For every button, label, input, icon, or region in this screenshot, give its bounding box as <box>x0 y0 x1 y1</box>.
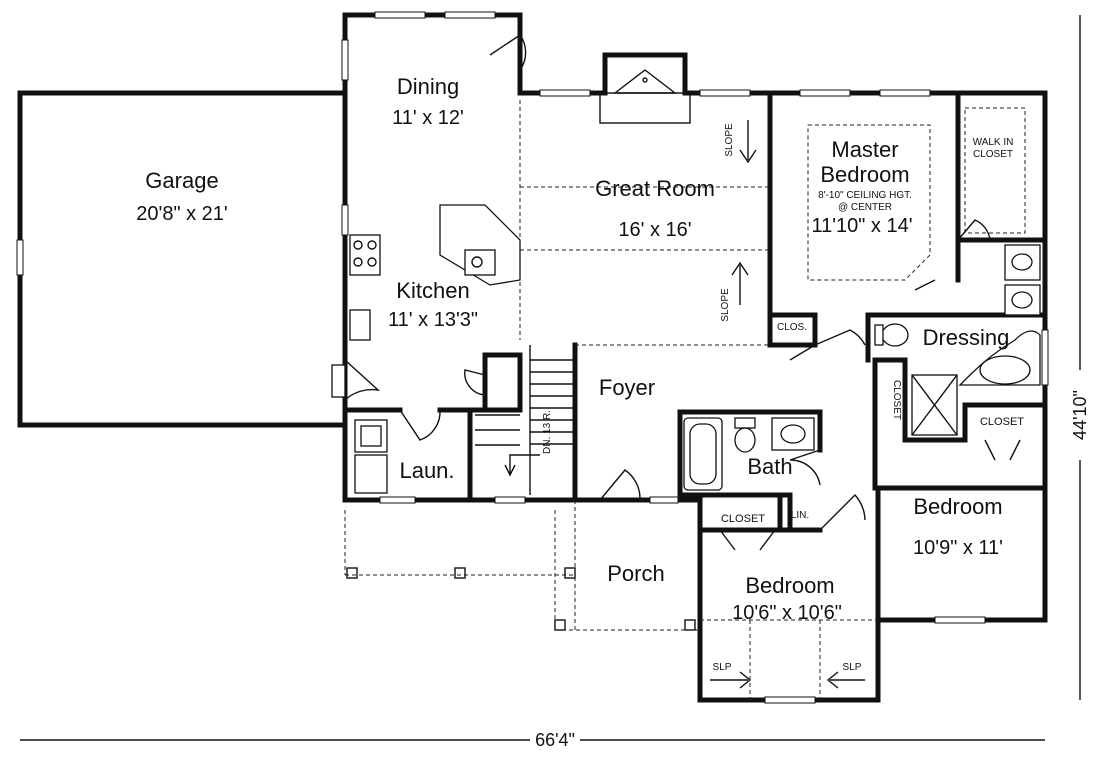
linen-label: LIN. <box>791 510 809 521</box>
master-name-2: Bedroom <box>820 162 909 187</box>
bath-name: Bath <box>747 454 792 479</box>
doors <box>344 34 1021 551</box>
dashed-guides <box>344 100 1026 700</box>
closet-right-label: CLOSET <box>980 416 1024 428</box>
stair-label: DN. 13 R. <box>542 410 553 454</box>
windows <box>16 11 1049 704</box>
dining-dim: 11' x 12' <box>392 107 464 129</box>
garage-name: Garage <box>145 168 218 193</box>
bedroom-2-dim: 10'9" x 11' <box>913 537 1003 559</box>
fireplace <box>599 69 691 124</box>
dressing-name: Dressing <box>923 325 1010 350</box>
slp-left-label: SLP <box>713 662 732 673</box>
slp-right-label: SLP <box>843 662 862 673</box>
master-ceiling-note-2: @ CENTER <box>838 202 892 213</box>
great-room-dim: 16' x 16' <box>618 219 691 241</box>
clos-label: CLOS. <box>777 322 807 333</box>
kitchen-name: Kitchen <box>396 278 469 303</box>
laundry-name: Laun. <box>399 458 454 483</box>
dining-name: Dining <box>397 74 459 99</box>
fixtures <box>331 204 1041 495</box>
porch-name: Porch <box>607 561 664 586</box>
bedroom-3-name: Bedroom <box>745 573 834 598</box>
closet-vertical-label: CLOSET <box>891 380 902 420</box>
walls <box>17 12 1048 703</box>
slope-arrows <box>710 120 865 689</box>
bedroom-2-name: Bedroom <box>913 494 1002 519</box>
porch-posts <box>346 567 696 631</box>
foyer-name: Foyer <box>599 375 655 400</box>
walk-in-closet-label-2: CLOSET <box>973 149 1013 160</box>
master-name-1: Master <box>831 137 898 162</box>
master-dim: 11'10" x 14' <box>811 215 912 237</box>
bedroom-3-dim: 10'6" x 10'6" <box>732 602 842 624</box>
closet-bedroom-3-label: CLOSET <box>721 513 765 525</box>
great-room-name: Great Room <box>595 176 715 201</box>
slope-bottom-label: SLOPE <box>720 288 731 322</box>
kitchen-dim: 11' x 13'3" <box>388 309 478 331</box>
garage-dim: 20'8" x 21' <box>136 203 227 225</box>
slope-top-label: SLOPE <box>724 123 735 157</box>
overall-depth: 44'10" <box>1070 390 1090 440</box>
dimension-lines <box>20 15 1081 741</box>
master-ceiling-note-1: 8'-10" CEILING HGT. <box>818 190 912 201</box>
overall-width: 66'4" <box>535 730 575 750</box>
walk-in-closet-label-1: WALK IN <box>973 137 1014 148</box>
